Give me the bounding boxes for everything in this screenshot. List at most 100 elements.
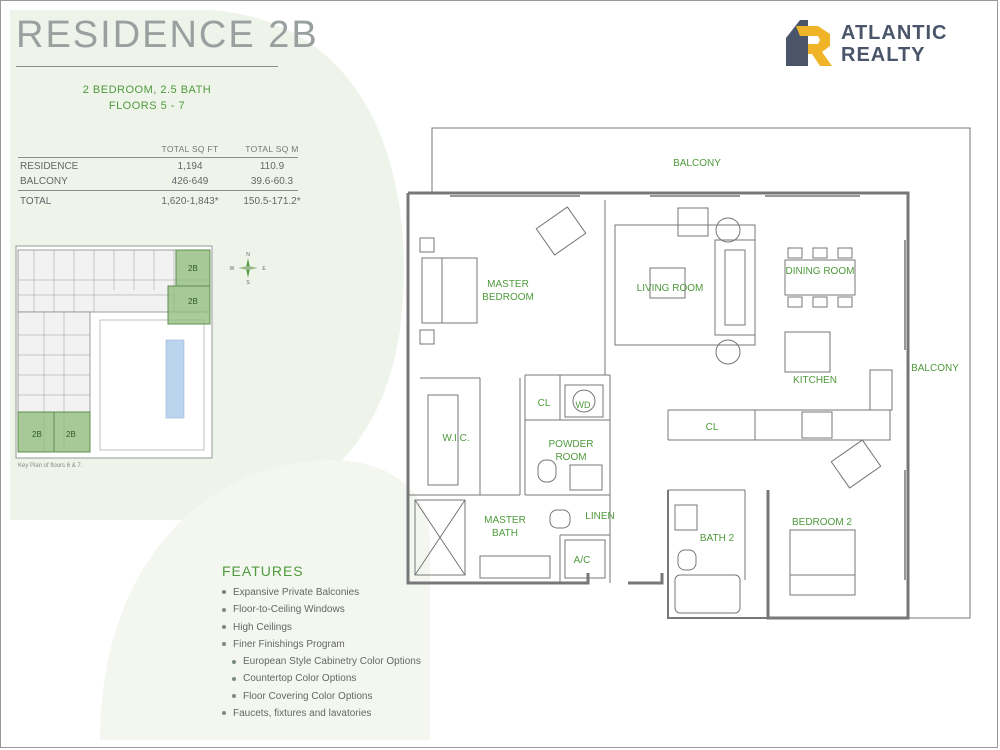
unit-2b-highlight-sw2: [53, 411, 91, 453]
ac-unit: [564, 539, 606, 579]
toilet: [549, 509, 571, 529]
room-label-ac: A/C: [573, 555, 591, 566]
unit-description: 2 BEDROOM, 2.5 BATH FLOORS 5 - 7: [40, 82, 254, 114]
feature-subitem: European Style Cabinetry Color Options: [222, 656, 421, 673]
bedroom-bath-count: 2 BEDROOM, 2.5 BATH: [82, 84, 212, 96]
key-plan-unit-label: 2B: [32, 430, 42, 439]
vanity: [569, 464, 603, 491]
brand-line-2: REALTY: [841, 44, 926, 66]
balcony-sqm: 39.6-60.3: [250, 176, 294, 187]
brand-name: ATLANTIC REALTY: [841, 22, 948, 66]
cooktop: [801, 411, 833, 439]
washer-dryer: [564, 384, 604, 418]
balcony-sqft: 426-649: [171, 176, 209, 187]
svg-text:S: S: [246, 280, 250, 286]
room-label-balcony: BALCONY: [911, 363, 959, 374]
room-label-master-bath: MASTER BATH: [484, 515, 526, 539]
room-label-bath-2: BATH 2: [699, 533, 735, 544]
key-plan-unit-lines: [18, 250, 210, 452]
compass-icon: N S W E: [230, 252, 267, 286]
bullet-icon: [222, 642, 226, 647]
col-header-sqm: TOTAL SQ M: [245, 144, 299, 154]
total-sqm: 150.5-171.2*: [243, 196, 301, 207]
bullet-icon: [222, 607, 226, 612]
room-label-closet: CL: [537, 398, 551, 409]
residence-sqft: 1,194: [177, 161, 203, 172]
floors-range: FLOORS 5 - 7: [108, 100, 186, 112]
title-divider: [16, 66, 278, 67]
pool: [165, 339, 185, 419]
room-label-balcony: BALCONY: [673, 158, 721, 169]
dining-table: [784, 259, 856, 296]
side-table: [715, 339, 741, 365]
svg-text:W: W: [230, 266, 235, 272]
bullet-icon: [222, 624, 226, 629]
side-table: [715, 217, 741, 243]
room-label-bedroom-2: BEDROOM 2: [791, 517, 852, 528]
room-label-wic: W.I.C.: [442, 433, 470, 444]
bullet-icon: [232, 694, 236, 699]
kitchen-counter: [754, 409, 891, 441]
master-vanity: [479, 555, 551, 579]
key-plan-unit-label: 2B: [188, 297, 198, 306]
unit-2b-highlight-sw1: [17, 411, 55, 453]
unit-2b-highlight-e: [167, 285, 211, 325]
bedroom2-wall: [667, 490, 768, 619]
toilet: [537, 459, 557, 483]
table-rule-top: [18, 157, 298, 158]
room-label-linen: LINEN: [585, 511, 615, 522]
feature-item: High Ceilings: [222, 622, 421, 639]
room-label-master-bedroom: MASTER BEDROOM: [482, 279, 534, 303]
room-label-closet: CL: [705, 422, 719, 433]
toilet: [677, 549, 697, 571]
bathtub: [674, 574, 741, 614]
room-label-powder-room: POWDER ROOM: [548, 439, 594, 463]
brand-line-1: ATLANTIC: [841, 22, 948, 44]
room-label-kitchen: KITCHEN: [793, 375, 837, 386]
row-label-residence: RESIDENCE: [20, 161, 79, 172]
table-rule-bottom: [18, 190, 298, 191]
key-plan: 2B 2B 2B 2B: [15, 245, 213, 459]
bullet-icon: [232, 676, 236, 681]
residence-sqm: 110.9: [259, 161, 285, 172]
key-plan-unit-label: 2B: [66, 430, 76, 439]
feature-item: Faucets, fixtures and lavatories: [222, 708, 421, 725]
floor-plan-drawing: [406, 127, 971, 620]
bath2-vanity: [674, 504, 698, 531]
feature-item: Expansive Private Balconies: [222, 587, 421, 604]
exterior-wall-top: [408, 191, 910, 620]
courtyard: [99, 319, 205, 451]
feature-item: Finer Finishings Program: [222, 639, 421, 656]
feature-subitem: Floor Covering Color Options: [222, 691, 421, 708]
kitchen-island: [784, 331, 831, 373]
feature-subitem: Countertop Color Options: [222, 673, 421, 690]
key-plan-caption: Key Plan of floors 6 & 7.: [18, 463, 83, 469]
armchair: [830, 439, 882, 489]
room-label-dining-room: DINING ROOM: [785, 266, 855, 277]
page-title: RESIDENCE 2B: [16, 14, 319, 56]
armchair: [535, 206, 587, 256]
wic-shelf: [427, 394, 459, 486]
bullet-icon: [222, 711, 226, 716]
lower-arc-shape: [100, 460, 430, 740]
room-label-living-room: LIVING ROOM: [636, 283, 704, 294]
atlantic-realty-logo-icon: [786, 20, 832, 66]
total-sqft: 1,620-1,843*: [161, 196, 219, 207]
sink: [869, 369, 893, 411]
row-label-total: TOTAL: [20, 196, 52, 207]
col-header-sqft: TOTAL SQ FT: [161, 144, 219, 154]
shower: [414, 499, 466, 576]
unit-2b-highlight-ne: [175, 249, 211, 287]
coffee-table: [649, 267, 686, 299]
balcony-outline: [431, 127, 971, 619]
row-label-balcony: BALCONY: [20, 176, 68, 187]
bullet-icon: [222, 590, 226, 595]
features-list: Expansive Private Balconies Floor-to-Cei…: [222, 587, 421, 725]
room-label-washer-dryer: WD: [575, 400, 591, 410]
key-plan-unit-label: 2B: [188, 264, 198, 273]
bullet-icon: [232, 659, 236, 664]
svg-text:N: N: [246, 252, 250, 258]
features-title: FEATURES: [222, 563, 304, 579]
armchair: [677, 207, 709, 237]
